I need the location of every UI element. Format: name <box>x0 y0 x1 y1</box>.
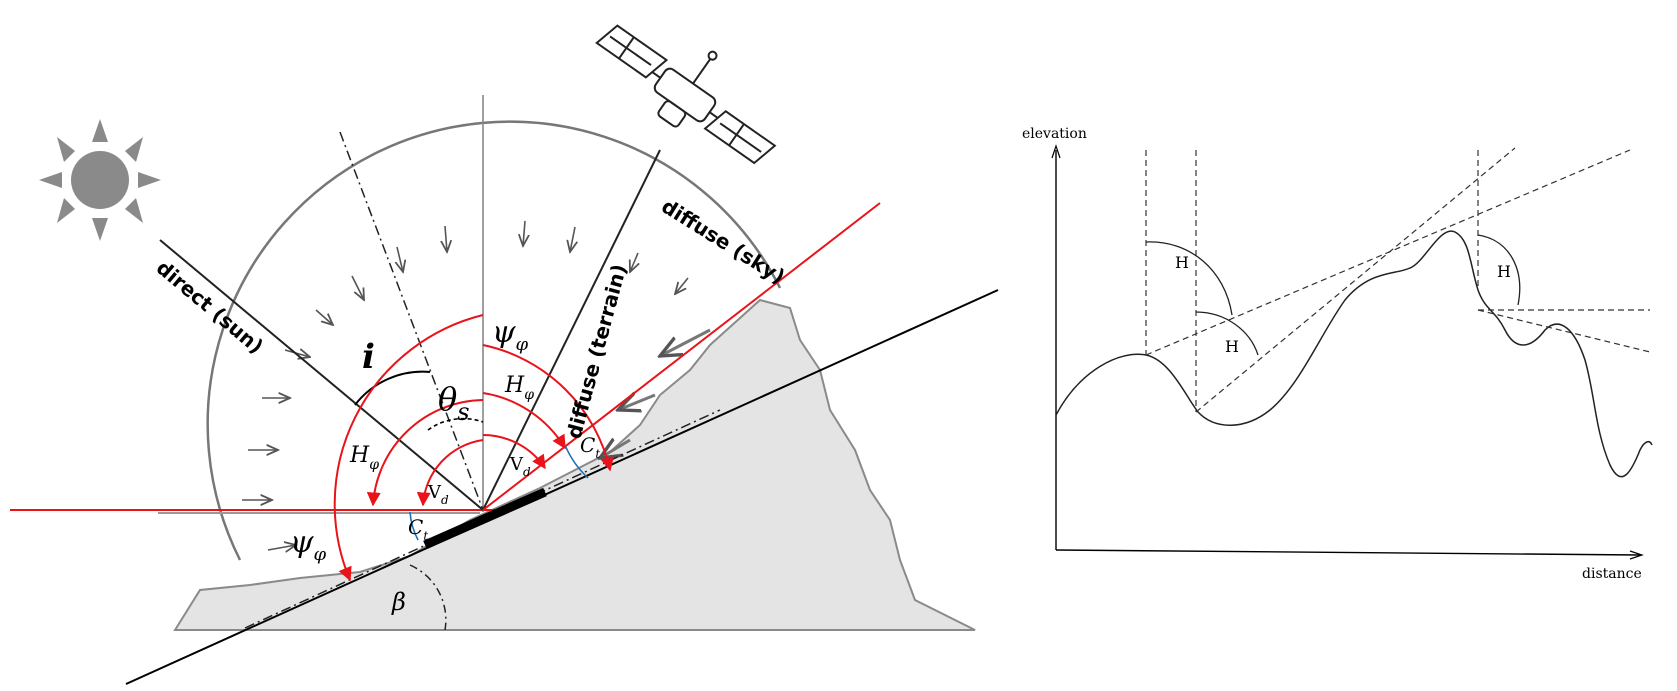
sky-dome <box>206 120 782 561</box>
y-axis-arrow <box>1051 144 1061 159</box>
angle-beta-label: β <box>391 588 406 616</box>
v-label-upper: Vd <box>509 454 531 479</box>
surface-patch <box>423 487 547 550</box>
elevation-axis-label: elevation <box>1022 126 1087 142</box>
psi-arc-right <box>482 344 615 472</box>
v-label-lower: Vd <box>427 482 449 507</box>
angle-beta-arc <box>409 564 447 631</box>
angle-i-arc <box>354 370 431 406</box>
satellite-view-ray <box>482 149 661 511</box>
horizon-h-label-3: H <box>1497 262 1511 281</box>
terrain-profile <box>1055 230 1653 478</box>
horizon-arc-1 <box>1145 241 1233 316</box>
diffuse-terrain-label: diffuse (terrain) <box>562 261 632 441</box>
horizon-lines <box>1145 147 1651 413</box>
psi-label-upper: ψφ <box>492 315 529 355</box>
psi-arc-left <box>333 314 484 582</box>
surface-normal <box>339 131 484 511</box>
slope-line <box>125 289 999 685</box>
x-axis-arrow <box>1629 550 1644 560</box>
v-arc-right <box>482 434 546 470</box>
solar-geometry-diagram: direct (sun) diffuse (sky) diffuse (terr… <box>10 24 999 685</box>
terrain-horizon-ray <box>482 202 881 511</box>
c-arc-right <box>564 444 589 479</box>
c-label-left: Ct <box>408 515 428 543</box>
distance-axis-label: distance <box>1582 566 1642 582</box>
satellite-icon <box>595 24 777 165</box>
c-arc-left <box>409 511 419 541</box>
sun-icon <box>39 119 161 241</box>
sky-diffuse-arrows <box>242 220 689 550</box>
v-arc-left <box>416 439 484 507</box>
terrain-slope <box>173 298 976 631</box>
angle-theta-arc <box>427 417 484 431</box>
h-arc-right <box>482 392 566 450</box>
horizon-profile-diagram: elevation distance H H H <box>1022 126 1653 582</box>
h-arc-left <box>366 399 484 507</box>
observer-verticals <box>1145 150 1479 412</box>
horizon-arc-2 <box>1195 311 1259 356</box>
h-label-left: Hφ <box>349 443 379 473</box>
c-label-right: Ct <box>580 433 600 461</box>
h-label-upper: Hφ <box>504 373 534 403</box>
angle-i-label: i <box>362 337 375 377</box>
horizon-h-label-1: H <box>1175 253 1189 272</box>
psi-label-lower: ψφ <box>290 525 327 565</box>
horizon-arc-3 <box>1477 234 1521 306</box>
x-axis <box>1055 549 1641 556</box>
angle-theta-label: θs <box>438 380 470 426</box>
direct-sun-ray <box>159 239 484 511</box>
horizon-h-label-2: H <box>1225 337 1239 356</box>
